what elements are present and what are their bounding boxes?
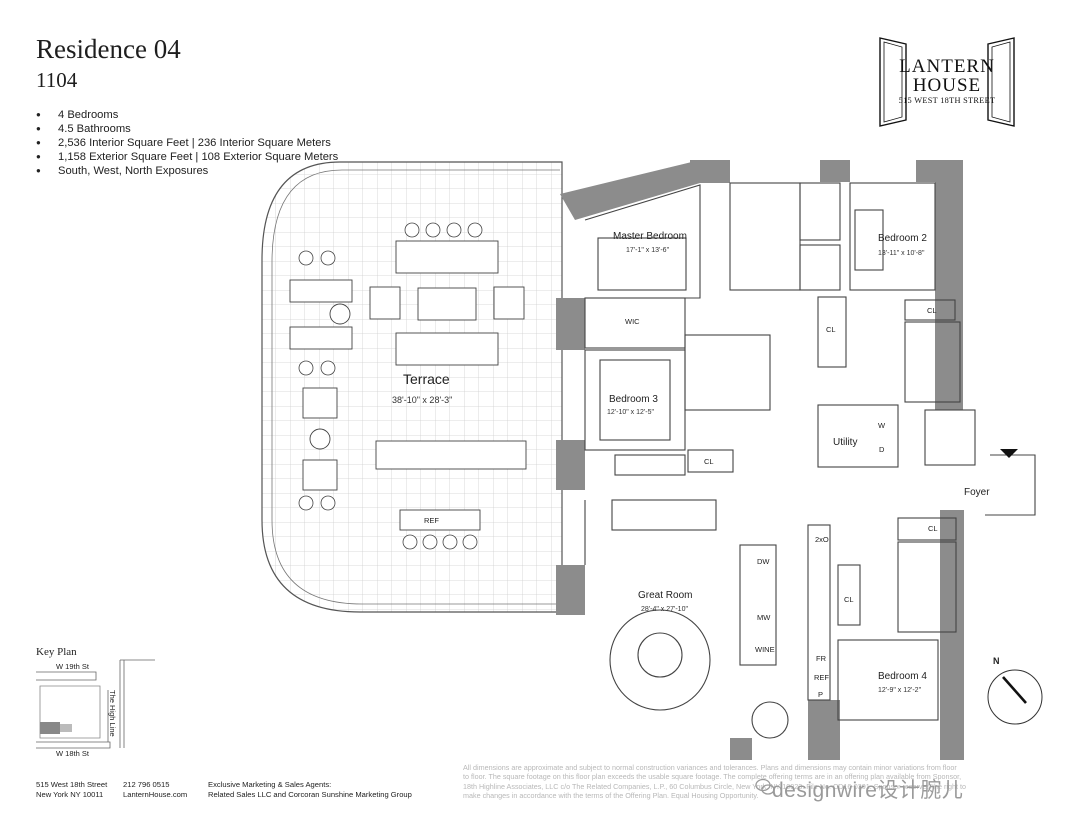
residence-title: Residence 04 [36,34,181,64]
wic-label: WIC [625,317,640,326]
feature-exposures: South, West, North Exposures [36,164,338,178]
disclaimer-text: All dimensions are approximate and subje… [463,763,1048,800]
watermark-text: designwire设计腕儿 [772,779,964,802]
bedroom4-name: Bedroom 4 [878,671,927,682]
entry-arrow-icon [1000,449,1018,458]
footer-address: 515 West 18th Street New York NY 10011 [36,780,107,800]
terrace-area: REF Terrace 38'-10" x 28'-3" [261,161,563,613]
utility-name: Utility [833,437,857,448]
bedroom2-dims: 13'-11" x 10'-8" [878,250,925,257]
brand-name-line2: HOUSE [912,75,982,96]
closet-label-5: CL [844,595,854,604]
disclaimer-line2: to floor. The square footage on this flo… [463,772,962,782]
feature-bedrooms: 4 Bedrooms [36,108,338,122]
terrace-name: Terrace [403,371,450,387]
footer-contact: 212 796 0515 LanternHouse.com [123,780,187,800]
brand-frame [879,37,1015,127]
terrace-ref-label: REF [424,516,439,525]
brand-logo: LANTERN HOUSE 515 WEST 18TH STREET [876,36,1018,128]
north-arrow-icon [987,669,1043,725]
pantry-label: P [818,690,823,699]
freezer-label: FR [816,654,827,663]
kitchen-ref-label: REF [814,673,829,682]
footer-phone: 212 796 0515 [123,780,170,789]
key-plan-street-top: W 19th St [56,662,90,671]
closet-label-3: CL [704,457,714,466]
key-plan-street-bottom: W 18th St [56,749,90,758]
bedroom2-name: Bedroom 2 [878,233,927,244]
wine-label: WINE [755,645,775,654]
feature-bathrooms: 4.5 Bathrooms [36,122,338,136]
dishwasher-label: DW [757,557,770,566]
great-room-dims: 28'-4" x 27'-10" [641,606,688,613]
north-label: N [993,656,1000,666]
disclaimer-line1: All dimensions are approximate and subje… [463,763,957,772]
brand-name-line1: LANTERN [899,56,995,77]
feature-interior-area: 2,536 Interior Square Feet | 236 Interio… [36,136,338,150]
foyer-name: Foyer [964,487,990,498]
closet-label-4: CL [928,524,938,533]
washer-label: W [878,421,886,430]
wechat-icon [755,778,775,795]
unit-number: 1104 [36,68,78,92]
bedroom3-name: Bedroom 3 [609,394,658,405]
footer-address-line2: New York NY 10011 [36,790,104,799]
disclaimer-line3: 18th Highline Associates, LLC c/o The Re… [463,781,966,791]
bedroom3-dims: 12'-10" x 12'-5" [607,409,654,416]
closet-label-2: CL [927,306,937,315]
footer-agents-line1: Exclusive Marketing & Sales Agents: [208,780,332,789]
interior-walls [584,182,1036,739]
footer-address-line1: 515 West 18th Street [36,780,108,789]
footer-agents: Exclusive Marketing & Sales Agents: Rela… [208,780,412,800]
footer-agents-line2: Related Sales LLC and Corcoran Sunshine … [208,790,412,799]
brand-address: 515 WEST 18TH STREET [898,96,996,105]
bedroom4-dims: 12'-9" x 12'-2" [878,687,922,694]
key-plan-map [36,659,155,749]
building-walls [556,160,964,760]
key-plan-high-line: The High Line [108,690,117,737]
microwave-label: MW [757,613,771,622]
key-plan-title: Key Plan [36,646,77,658]
master-bedroom-name: Master Bedroom [613,231,687,242]
closet-label-1: CL [826,325,836,334]
master-bedroom-dims: 17'-1" x 13'-6" [626,247,670,254]
feature-exterior-area: 1,158 Exterior Square Feet | 108 Exterio… [36,150,338,164]
dryer-label: D [879,445,885,454]
footer-website: LanternHouse.com [123,790,188,799]
feature-list: 4 Bedrooms 4.5 Bathrooms 2,536 Interior … [36,108,338,178]
terrace-dims: 38'-10" x 28'-3" [392,395,452,405]
great-room-name: Great Room [638,590,692,601]
double-oven-label: 2xO [815,535,829,544]
disclaimer-line4: make changes in accordance with the term… [463,790,759,800]
